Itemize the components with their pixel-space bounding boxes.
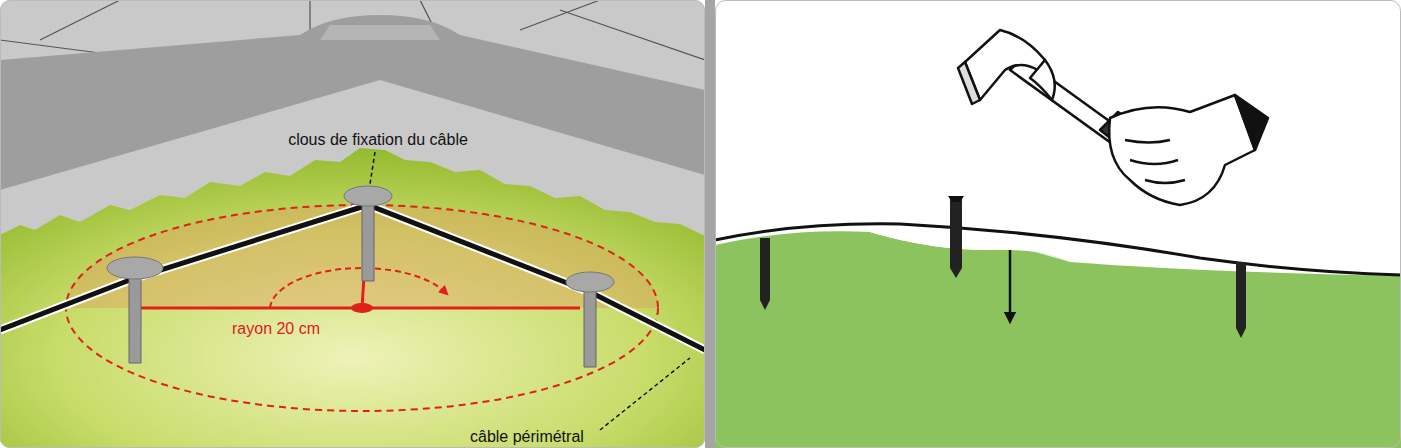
left-panel <box>0 0 705 448</box>
perimeter-cable-label: câble périmétral <box>470 428 584 446</box>
radius-dimension: rayon 20 cm <box>232 320 320 338</box>
right-panel <box>715 0 1401 448</box>
cable-nail-label: clous de fixation du câble <box>288 131 468 149</box>
hammer-and-hand <box>958 30 1268 205</box>
cable-staples <box>760 196 1246 338</box>
cable-nails <box>107 186 614 367</box>
